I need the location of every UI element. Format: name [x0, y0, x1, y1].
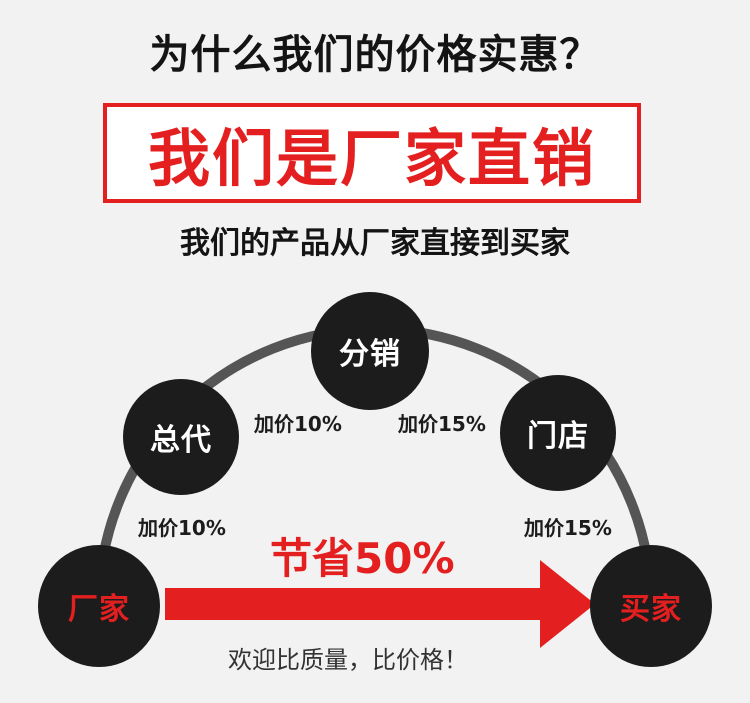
subheadline: 我们的产品从厂家直接到买家 [180, 226, 570, 261]
node-general-agent-label: 总代 [150, 423, 212, 458]
markup-store-to-buyer: 加价15% [524, 516, 612, 540]
node-buyer-label: 买家 [620, 592, 682, 627]
direct-arrow [165, 560, 595, 648]
page-title: 为什么我们的价格实惠？ [149, 32, 601, 78]
markup-distributor-to-store: 加价15% [398, 412, 486, 436]
node-factory: 厂家 [38, 545, 160, 667]
markup-factory-to-general: 加价10% [138, 516, 226, 540]
node-buyer: 买家 [590, 545, 712, 667]
headline-banner: 我们是厂家直销 [103, 103, 641, 203]
node-store: 门店 [500, 375, 616, 491]
headline-text: 我们是厂家直销 [147, 122, 596, 195]
node-distributor: 分销 [311, 292, 429, 410]
slogan: 欢迎比质量，比价格！ [228, 646, 468, 674]
savings-label: 节省50% [270, 534, 455, 583]
node-distributor-label: 分销 [339, 337, 401, 372]
node-store-label: 门店 [527, 419, 589, 454]
node-general-agent: 总代 [123, 379, 239, 495]
node-factory-label: 厂家 [68, 592, 130, 627]
markup-general-to-distributor: 加价10% [254, 412, 342, 436]
